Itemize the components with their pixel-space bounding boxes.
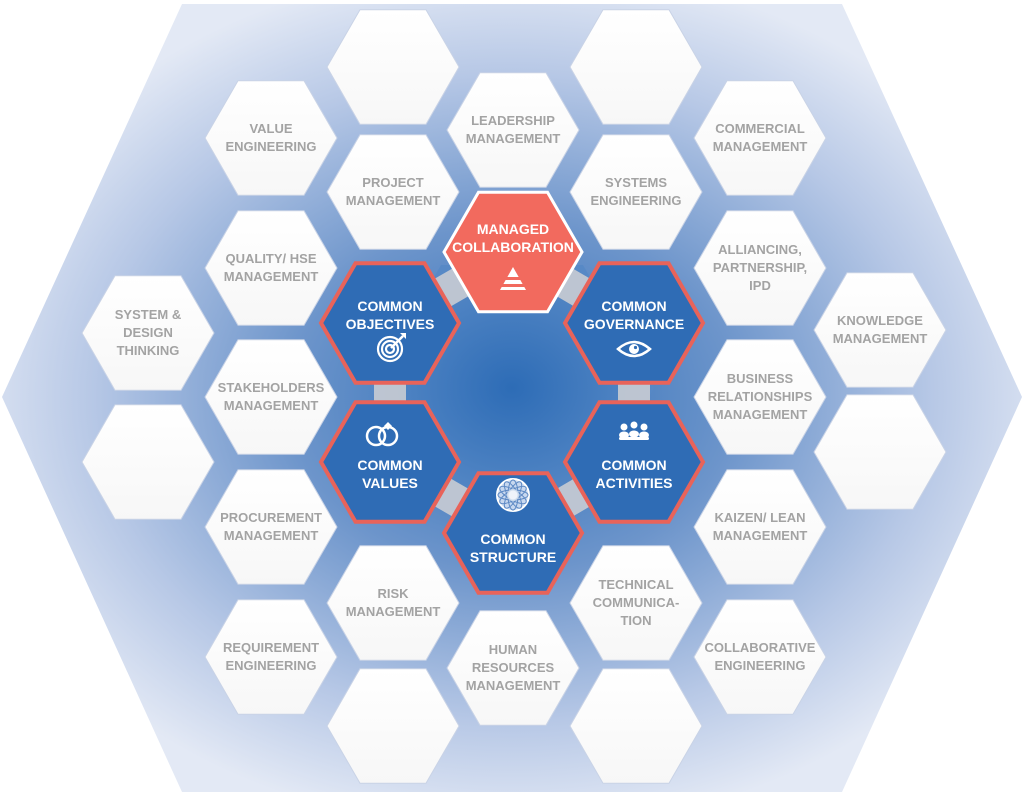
outer-hexagon (813, 272, 947, 388)
target-icon (376, 333, 406, 363)
outer-hexagon (326, 668, 460, 784)
outer-hexagon (326, 134, 460, 250)
managed-collaboration-hexagon (442, 190, 584, 314)
outer-hexagon (569, 545, 703, 661)
group-icon (619, 421, 649, 440)
outer-hexagon (569, 9, 703, 125)
rings-icon (365, 422, 399, 447)
core-hexagon (562, 261, 706, 385)
outer-hexagon (204, 80, 338, 196)
outer-hexagon (446, 610, 580, 726)
core-hexagon (318, 400, 462, 524)
outer-hexagon (693, 210, 827, 326)
outer-hexagon (204, 210, 338, 326)
outer-hexagon (693, 339, 827, 455)
outer-hexagon (693, 599, 827, 715)
outer-hexagon (81, 275, 215, 391)
outer-hexagon (446, 72, 580, 188)
outer-hexagon (204, 599, 338, 715)
eye-icon (616, 340, 652, 358)
outer-hexagon (693, 469, 827, 585)
core-hexagon (318, 261, 462, 385)
outer-hexagon (693, 80, 827, 196)
outer-hexagon (326, 9, 460, 125)
outer-hexagon (569, 134, 703, 250)
globe-icon (496, 478, 530, 512)
core-hexagon (441, 471, 585, 595)
outer-hexagon (204, 469, 338, 585)
outer-hexagon (81, 404, 215, 520)
outer-hexagon (813, 394, 947, 510)
outer-hexagon (326, 545, 460, 661)
outer-hexagon (204, 339, 338, 455)
pyramid-icon (500, 267, 526, 290)
core-hexagon (562, 400, 706, 524)
outer-hexagon (569, 668, 703, 784)
